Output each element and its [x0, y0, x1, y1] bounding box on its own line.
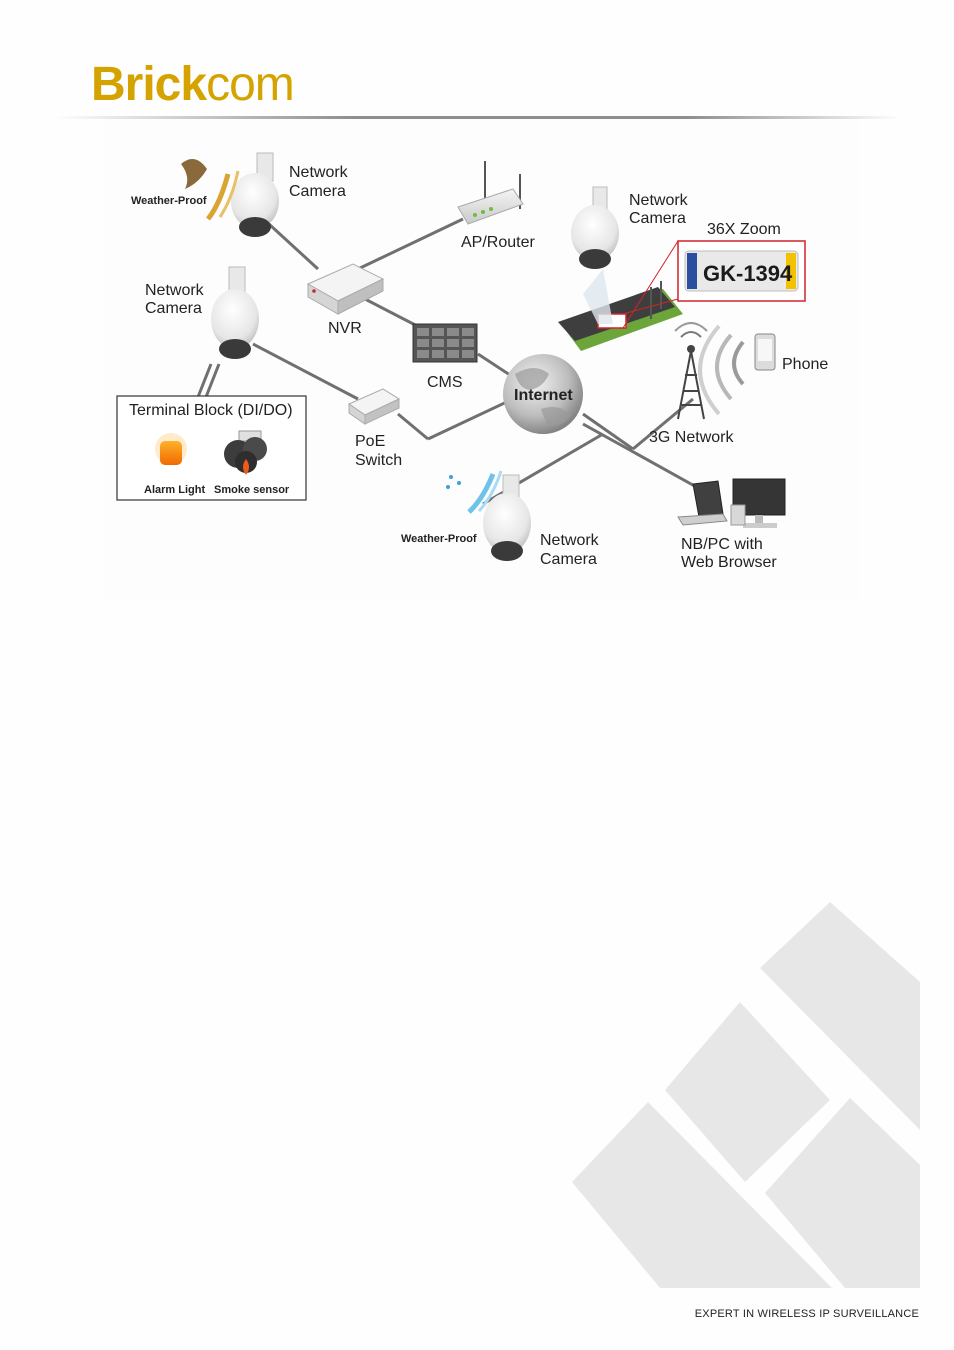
nbpc-label-line2: Web Browser — [681, 554, 777, 571]
ap-router-label: AP/Router — [461, 234, 535, 251]
camera-label-line2: Camera — [289, 183, 346, 200]
camera-icon — [211, 267, 259, 359]
camera-label-line1: Network — [629, 192, 689, 209]
line-cam2-poe — [253, 344, 358, 399]
cms-label: CMS — [427, 374, 463, 391]
camera-label-line2: Camera — [145, 300, 202, 317]
poe-label-line1: PoE — [355, 433, 385, 450]
camera-label-line2: Camera — [629, 210, 686, 227]
phone-icon — [700, 326, 775, 414]
camera-icon — [231, 153, 279, 237]
router-icon — [458, 161, 523, 224]
laptop-icon — [678, 481, 727, 525]
weather-icon — [181, 159, 238, 219]
alarm-light-icon — [155, 433, 187, 465]
weather-proof-label: Weather-Proof — [131, 195, 207, 207]
3g-network-label: 3G Network — [649, 429, 734, 446]
nvr-label: NVR — [328, 320, 362, 337]
license-plate-text: GK-1394 — [703, 261, 793, 286]
line-internet-3g — [583, 414, 633, 449]
street-scene-icon — [558, 241, 683, 351]
line-nvr-router — [358, 219, 463, 269]
camera-label-line1: Network — [145, 282, 205, 299]
line-cms-internet — [478, 354, 513, 377]
alarm-light-label: Alarm Light — [144, 484, 205, 496]
internet-label: Internet — [514, 387, 573, 404]
poe-switch-icon — [349, 389, 399, 424]
weather-proof-label: Weather-Proof — [401, 533, 477, 545]
nbpc-label-line1: NB/PC with — [681, 536, 763, 553]
camera-icon — [483, 475, 531, 561]
plate-left-stripe — [687, 253, 697, 289]
footer-tagline: EXPERT IN WIRELESS IP SURVEILLANCE — [695, 1308, 919, 1320]
smoke-sensor-label: Smoke sensor — [214, 484, 290, 496]
cms-icon — [413, 324, 477, 362]
line-cam-bottom-internet — [483, 434, 603, 504]
camera-icon — [571, 187, 619, 269]
logo-watermark — [560, 890, 920, 1290]
line-poe-internet — [428, 399, 513, 439]
desktop-pc-icon — [731, 479, 785, 528]
camera-label-line2: Camera — [540, 551, 597, 568]
logo-light-part: com — [206, 58, 294, 111]
line-poe-down — [398, 414, 428, 439]
network-diagram: Weather-Proof Network Camera AP/Router N… — [103, 119, 858, 600]
poe-label-line2: Switch — [355, 452, 402, 469]
nvr-icon — [308, 264, 383, 314]
brickcom-logo: Brickcom — [91, 60, 294, 110]
logo-bold-part: Brick — [91, 58, 206, 111]
terminal-block-label: Terminal Block (DI/DO) — [129, 402, 293, 419]
camera-label-line1: Network — [540, 532, 600, 549]
zoom-label: 36X Zoom — [707, 221, 781, 238]
camera-label-line1: Network — [289, 164, 349, 181]
cell-tower-icon — [675, 323, 707, 419]
phone-label: Phone — [782, 356, 828, 373]
